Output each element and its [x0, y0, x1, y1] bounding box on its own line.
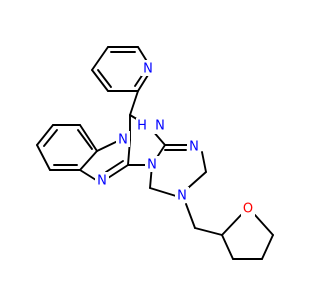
atom-label-nh: H N: [137, 119, 165, 134]
bond-py-ch: [129, 90, 139, 116]
bond-bz-3: [36, 124, 54, 146]
atom-triazine-n-eq: N: [187, 138, 201, 155]
atom-pyridine-n: N: [141, 60, 155, 77]
bond-py-5: [137, 74, 149, 92]
bond-bz-1: [79, 124, 98, 152]
atom-label-thf-o: O: [243, 202, 253, 217]
bond-ch2c-thf: [194, 227, 223, 236]
atom-label-pyridine-n: N: [143, 62, 153, 77]
bond-nsub-ch2c: [185, 203, 196, 229]
bond-py-3: [91, 69, 109, 92]
bond-thf-5: [221, 234, 234, 260]
atom-label-triazine-n-eq: N: [189, 140, 199, 155]
bond-c2-n3: [107, 164, 129, 179]
atom-labels: N H N N N N N: [95, 60, 255, 217]
bond-n3-c3a: [79, 169, 97, 181]
atom-thf-o: O: [241, 201, 255, 217]
bond-py-2: [91, 46, 109, 71]
bonds: [36, 46, 274, 260]
bond-bz-3-inner: [43, 129, 58, 147]
bond-c3a-c7a: [79, 150, 98, 171]
bond-bz-1-inner: [77, 129, 93, 150]
bond-thf-1: [221, 214, 242, 236]
atom-benzimidazole-n3: N: [95, 172, 109, 189]
atom-label-triazine-n4: N: [147, 158, 157, 173]
atom-triazine-n-sub: N: [175, 187, 189, 204]
structure-diagram: N H N N N N N: [36, 46, 274, 260]
atom-benzimidazole-n1: N: [116, 131, 130, 148]
atom-nh: H N: [136, 118, 166, 134]
molecule-canvas: N H N N N N N: [36, 46, 274, 260]
bond-c2-n3-inner: [105, 160, 124, 173]
atom-label-triazine-n-sub: N: [177, 189, 187, 204]
atom-triazine-n4: N: [145, 156, 159, 173]
bond-thf-3: [261, 234, 274, 260]
bond-thf-2: [254, 214, 274, 236]
atom-label-benzimidazole-n3: N: [97, 174, 107, 189]
bond-nsub-ch2b: [149, 187, 177, 197]
atom-label-benzimidazole-n1: N: [118, 133, 128, 148]
bond-py-3-inner: [97, 69, 112, 88]
bond-ch2-nsub: [187, 171, 207, 189]
bond-neq-ch2: [201, 151, 207, 173]
bond-bz-4: [36, 144, 51, 171]
